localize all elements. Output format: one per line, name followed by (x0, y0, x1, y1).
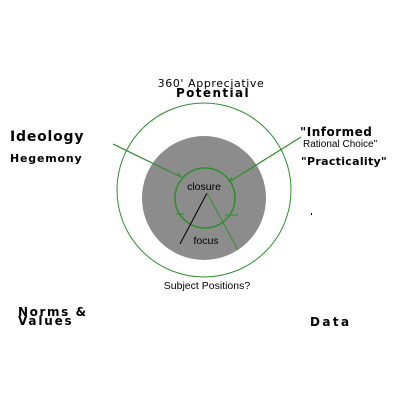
outer-ring (116, 102, 292, 278)
label-ideology: Ideology (10, 129, 84, 145)
closure-ring (174, 167, 236, 229)
label-values: Values (18, 314, 73, 328)
label-subject-positions: Subject Positions? (164, 280, 251, 292)
ideology-arrow-head (177, 172, 182, 178)
ideology-arrow-line (112, 143, 182, 178)
label-informed: "Informed (300, 125, 372, 139)
label-hegemony: Hegemony (10, 152, 82, 165)
label-closure: closure (187, 181, 221, 193)
focus-pointer-black (179, 192, 208, 245)
label-practicality: "Practicality" (301, 155, 387, 168)
label-rational-choice: Rational Choice" (303, 139, 378, 150)
top-title-line2: Potential (176, 86, 250, 100)
stray-dot (311, 213, 312, 215)
label-norms: Norms & (18, 305, 88, 319)
informed-arrow-line (228, 136, 302, 183)
top-title-line1: 360' Appreciative (158, 77, 265, 90)
informed-arrow-head (228, 176, 233, 183)
label-focus: focus (193, 235, 218, 247)
label-data: Data (310, 315, 352, 329)
focus-pointer-green (206, 192, 239, 251)
